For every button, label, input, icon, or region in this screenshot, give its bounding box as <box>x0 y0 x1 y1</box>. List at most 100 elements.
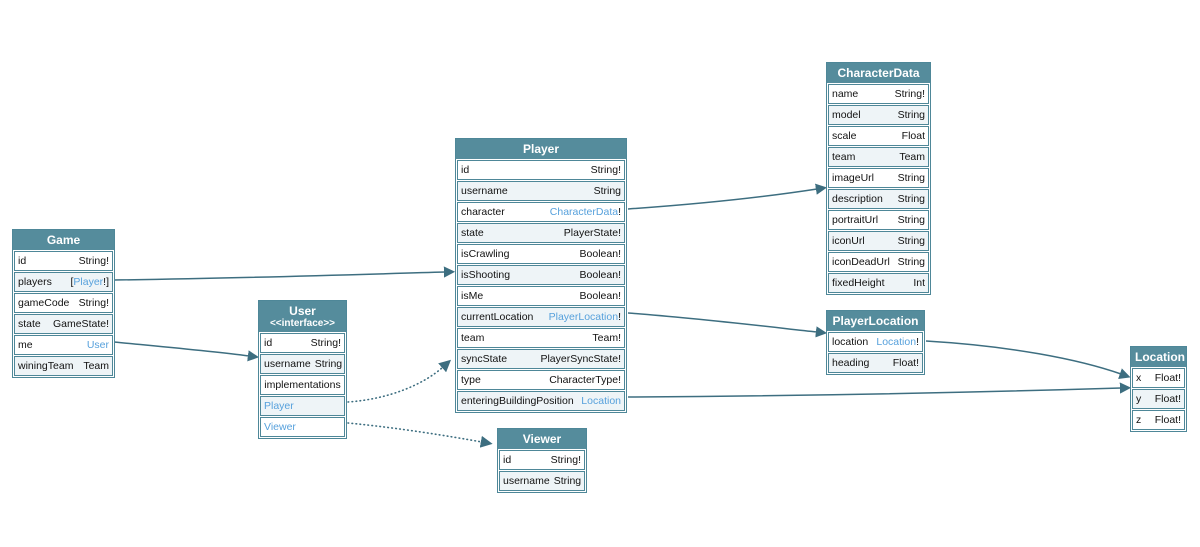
field-type: Float! <box>1154 413 1181 426</box>
entity-title: Game <box>13 230 114 250</box>
field-row-id: id String! <box>457 160 625 180</box>
type-link-PlayerLocation[interactable]: PlayerLocation <box>548 310 619 323</box>
entity-title-text: Location <box>1135 350 1185 364</box>
field-name: id <box>18 254 27 267</box>
edge-user-viewer <box>347 422 493 448</box>
field-name: z <box>1136 413 1142 426</box>
field-type: String <box>553 474 582 487</box>
entity-title-text: Viewer <box>522 432 562 446</box>
field-name: portraitUrl <box>832 213 879 226</box>
field-type: Team <box>83 359 109 372</box>
field-type: PlayerState! <box>563 226 621 239</box>
field-name: heading <box>832 356 870 369</box>
field-type: [Player!] <box>70 276 109 289</box>
field-name[interactable]: Player <box>264 399 294 412</box>
field-type: String! <box>590 163 621 176</box>
field-row-name: name String! <box>828 84 929 104</box>
field-type: CharacterData! <box>550 206 621 219</box>
field-type: String <box>593 184 621 197</box>
field-row-state: state GameState! <box>14 314 113 334</box>
field-type: String <box>897 108 925 121</box>
field-type: String! <box>310 336 341 349</box>
field-row-state: state PlayerState! <box>457 223 625 243</box>
type-link-Location[interactable]: Location <box>581 394 621 407</box>
field-name: isShooting <box>461 268 511 281</box>
edge-player-character <box>627 183 828 210</box>
field-row-z: z Float! <box>1132 410 1185 430</box>
type-suffix: ! <box>618 310 621 323</box>
field-name: imageUrl <box>832 171 875 184</box>
field-type: String <box>897 255 925 268</box>
type-link-User[interactable]: User <box>86 338 109 351</box>
field-type: CharacterType! <box>549 373 621 386</box>
field-name: name <box>832 87 859 100</box>
field-type: Team! <box>592 331 621 344</box>
field-row-winingTeam: winingTeam Team <box>14 356 113 376</box>
field-row-team: team Team <box>828 147 929 167</box>
edge-user-player <box>347 359 452 403</box>
entity-title-text: Player <box>522 142 560 156</box>
field-name: y <box>1136 392 1142 405</box>
field-name: isCrawling <box>461 247 510 260</box>
field-name: state <box>461 226 484 239</box>
field-type: Boolean! <box>579 247 621 260</box>
field-name: team <box>832 150 856 163</box>
field-type: Int <box>913 276 925 289</box>
entity-title: Location <box>1131 347 1186 367</box>
field-row-syncState: syncState PlayerSyncState! <box>457 349 625 369</box>
field-name: me <box>18 338 33 351</box>
field-row-currentLocation: currentLocation PlayerLocation! <box>457 307 625 327</box>
entity-title: Player <box>456 139 626 159</box>
type-link-Location[interactable]: Location <box>876 335 917 348</box>
field-name: username <box>503 474 550 487</box>
field-name: syncState <box>461 352 508 365</box>
field-type: Team <box>899 150 925 163</box>
field-name: enteringBuildingPosition <box>461 394 574 407</box>
field-type: GameState! <box>52 317 109 330</box>
field-name: currentLocation <box>461 310 534 323</box>
field-type: Float! <box>892 356 919 369</box>
field-type: Float! <box>1154 392 1181 405</box>
field-type: String! <box>78 254 109 267</box>
field-row-players: players[Player!] <box>14 272 113 292</box>
field-name: id <box>264 336 273 349</box>
field-type: Boolean! <box>579 268 621 281</box>
field-name: iconUrl <box>832 234 865 247</box>
edge-player-currentlocation <box>627 312 828 338</box>
field-name: x <box>1136 371 1142 384</box>
field-row-Player: Player <box>260 396 345 416</box>
field-name: winingTeam <box>18 359 74 372</box>
field-row-heading: heading Float! <box>828 353 923 373</box>
field-row-iconUrl: iconUrl String <box>828 231 929 251</box>
field-name: state <box>18 317 41 330</box>
field-type: String! <box>894 87 925 100</box>
field-name: team <box>461 331 485 344</box>
field-row-id: id String! <box>14 251 113 271</box>
entity-title-text: CharacterData <box>837 66 920 80</box>
field-type: Boolean! <box>579 289 621 302</box>
entity-title-text: Game <box>46 233 81 247</box>
field-type: String <box>897 192 925 205</box>
field-name: username <box>461 184 508 197</box>
field-type: PlayerSyncState! <box>540 352 621 365</box>
field-name: implementations <box>264 378 341 391</box>
field-name: description <box>832 192 883 205</box>
field-name: id <box>461 163 470 176</box>
type-link-Player[interactable]: Player <box>73 275 104 288</box>
type-link-CharacterData[interactable]: CharacterData <box>549 205 619 218</box>
field-name: model <box>832 108 861 121</box>
field-type: String <box>897 234 925 247</box>
field-name[interactable]: Viewer <box>264 420 296 433</box>
